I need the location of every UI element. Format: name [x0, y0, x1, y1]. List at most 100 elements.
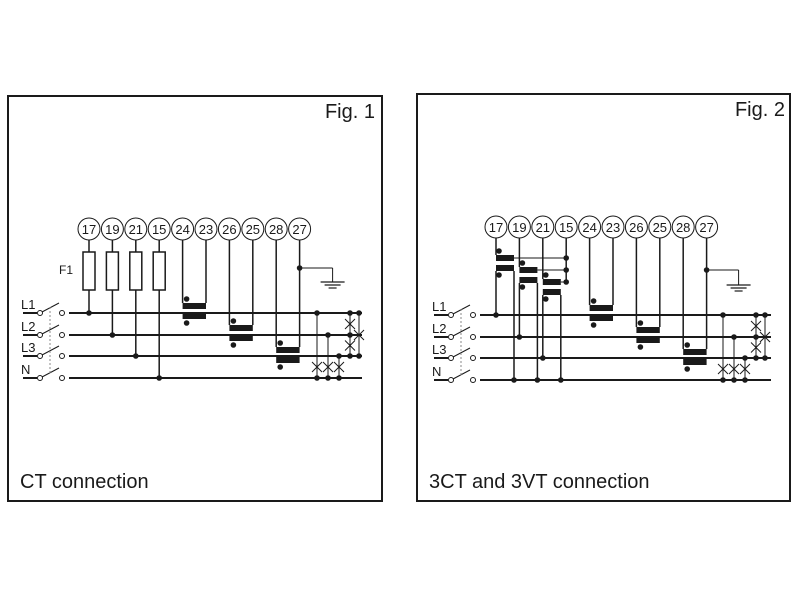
junction-dot: [753, 355, 759, 361]
switch-contact: [448, 312, 454, 318]
junction-dot: [86, 310, 92, 316]
switch-contact: [470, 355, 476, 361]
crossover-stroke: [739, 363, 751, 375]
crossover-mark: [311, 361, 323, 373]
junction-dot: [314, 375, 320, 381]
terminal-label-27: 27: [699, 220, 713, 235]
terminal-label-25: 25: [653, 220, 667, 235]
fuse-icon: [82, 251, 96, 291]
switch-contact: [470, 312, 476, 318]
terminal-label-26: 26: [629, 220, 643, 235]
switch-contact: [59, 310, 65, 316]
voltage-transformer-1-bar: [496, 255, 514, 261]
crossover-mark: [344, 318, 356, 330]
current-transformer-2-primary-bar: [229, 325, 253, 331]
crossover-stroke: [322, 361, 334, 373]
junction-dot: [742, 377, 748, 383]
crossover-stroke: [344, 340, 356, 351]
crossover-mark: [333, 361, 345, 373]
junction-dot: [314, 310, 320, 316]
junction-dot: [347, 310, 353, 316]
current-transformer-3-polarity-dot: [277, 364, 284, 370]
junction-dot: [133, 353, 139, 359]
junction-dot: [156, 375, 162, 381]
line-label-l1: L1: [432, 299, 446, 314]
current-transformer-2-polarity-dot: [230, 318, 237, 324]
figure-2-label: Fig. 2: [734, 99, 785, 121]
fuse-label: F1: [59, 263, 73, 277]
crossover-stroke: [728, 363, 740, 375]
line-label-l3: L3: [21, 340, 35, 355]
switch-contact: [448, 377, 454, 383]
current-transformer-2-polarity-dot: [230, 342, 237, 348]
current-transformer-2-polarity-dot: [637, 320, 644, 326]
junction-dot: [534, 377, 541, 383]
ground-icon: [320, 281, 345, 289]
current-transformer-2-secondary-bar: [636, 337, 660, 343]
switch-contact: [37, 310, 43, 316]
crossover-mark: [717, 363, 729, 375]
terminal-label-27: 27: [292, 222, 306, 237]
crossover-stroke: [344, 318, 356, 330]
line-label-l2: L2: [21, 319, 35, 334]
junction-dot: [336, 353, 342, 359]
ground-icon: [726, 284, 751, 292]
line-label-l3: L3: [432, 342, 446, 357]
switch-blade: [452, 326, 471, 337]
terminal-label-24: 24: [582, 220, 596, 235]
switch-contact: [59, 332, 65, 338]
polarity-dot: [543, 272, 549, 278]
switch-blade: [41, 345, 60, 356]
junction-dot: [720, 377, 726, 383]
switch-contact: [59, 353, 65, 359]
switch-contact: [37, 353, 43, 359]
current-transformer-1-polarity-dot: [183, 296, 190, 302]
terminal-label-25: 25: [246, 222, 260, 237]
line-label-n: N: [432, 364, 441, 379]
junction-dot: [540, 355, 546, 361]
current-transformer-3-primary-bar: [683, 349, 707, 355]
crossover-stroke: [717, 363, 729, 375]
current-transformer-3-polarity-dot: [684, 366, 690, 372]
crossover-stroke: [759, 331, 771, 343]
junction-dot: [731, 377, 737, 383]
current-transformer-2-secondary-bar: [229, 335, 253, 341]
crossover-mark: [759, 331, 771, 343]
current-transformer-2-polarity-dot: [637, 344, 644, 350]
junction-dot: [356, 353, 362, 359]
junction-dot: [762, 312, 768, 318]
junction-dot: [558, 377, 564, 383]
voltage-transformer-3-bar: [542, 289, 561, 295]
terminal-label-15: 15: [152, 222, 166, 237]
switch-blade: [452, 347, 471, 358]
switch-blade: [41, 324, 60, 335]
junction-dot: [720, 312, 726, 318]
current-transformer-1-polarity-dot: [183, 320, 190, 326]
current-transformer-1-primary-bar: [589, 305, 613, 311]
switch-contact: [470, 334, 476, 340]
terminal-label-15: 15: [559, 220, 573, 235]
current-transformer-1-polarity-dot: [590, 322, 597, 328]
switch-contact: [59, 375, 65, 381]
junction-dot: [753, 334, 759, 340]
current-transformer-3-polarity-dot: [684, 342, 690, 348]
crossover-stroke: [333, 361, 345, 373]
line-label-l2: L2: [432, 321, 446, 336]
current-transformer-3-secondary-bar: [276, 357, 300, 363]
crossover-mark: [322, 361, 334, 373]
switch-contact: [37, 332, 43, 338]
voltage-transformer-3-bar: [542, 279, 561, 285]
fuse-icon: [105, 251, 120, 291]
crossover-mark: [728, 363, 740, 375]
junction-dot: [325, 332, 331, 338]
crossover-stroke: [750, 342, 762, 353]
switch-contact: [448, 355, 454, 361]
current-transformer-1-primary-bar: [182, 303, 206, 309]
current-transformer-3-secondary-bar: [683, 359, 707, 365]
junction-dot: [325, 375, 331, 381]
switch-contact: [37, 375, 43, 381]
junction-dot: [762, 355, 768, 361]
junction-dot: [493, 312, 499, 318]
